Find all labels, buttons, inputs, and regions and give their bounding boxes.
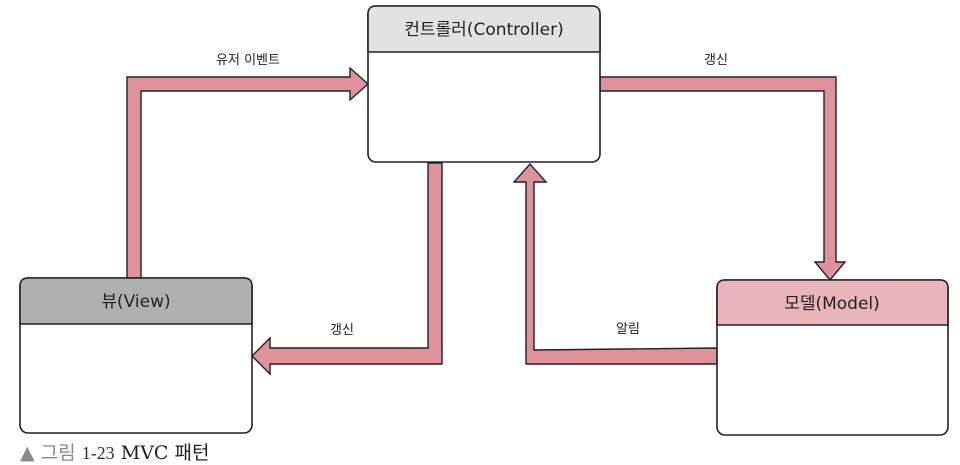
arrow-notify [512, 162, 718, 365]
view-box-header [19, 277, 253, 325]
view-box: 뷰(View) [19, 277, 253, 434]
model-title: 모델(Model) [784, 294, 880, 314]
view-title: 뷰(View) [101, 292, 170, 312]
label-user-event: 유저 이벤트 [216, 53, 280, 68]
arrow-user-event [126, 66, 370, 279]
label-update-view: 갱신 [330, 323, 354, 338]
label-notify: 알림 [616, 322, 640, 337]
caption-title: MVC 패턴 [120, 442, 210, 464]
caption-marker: ▲ [20, 442, 35, 464]
controller-box-header [367, 5, 601, 53]
caption-number: 1-23 [81, 443, 115, 463]
figure-caption: ▲ 그림 1-23 MVC 패턴 [20, 438, 209, 465]
arrow-update-view [251, 162, 443, 376]
model-box: 모델(Model) [716, 279, 949, 436]
controller-title: 컨트롤러(Controller) [404, 20, 563, 40]
caption-label: 그림 [40, 442, 76, 464]
label-update-model: 갱신 [704, 53, 728, 68]
model-box-header [716, 279, 949, 326]
controller-box: 컨트롤러(Controller) [367, 5, 601, 163]
arrow-update-model [599, 76, 847, 282]
